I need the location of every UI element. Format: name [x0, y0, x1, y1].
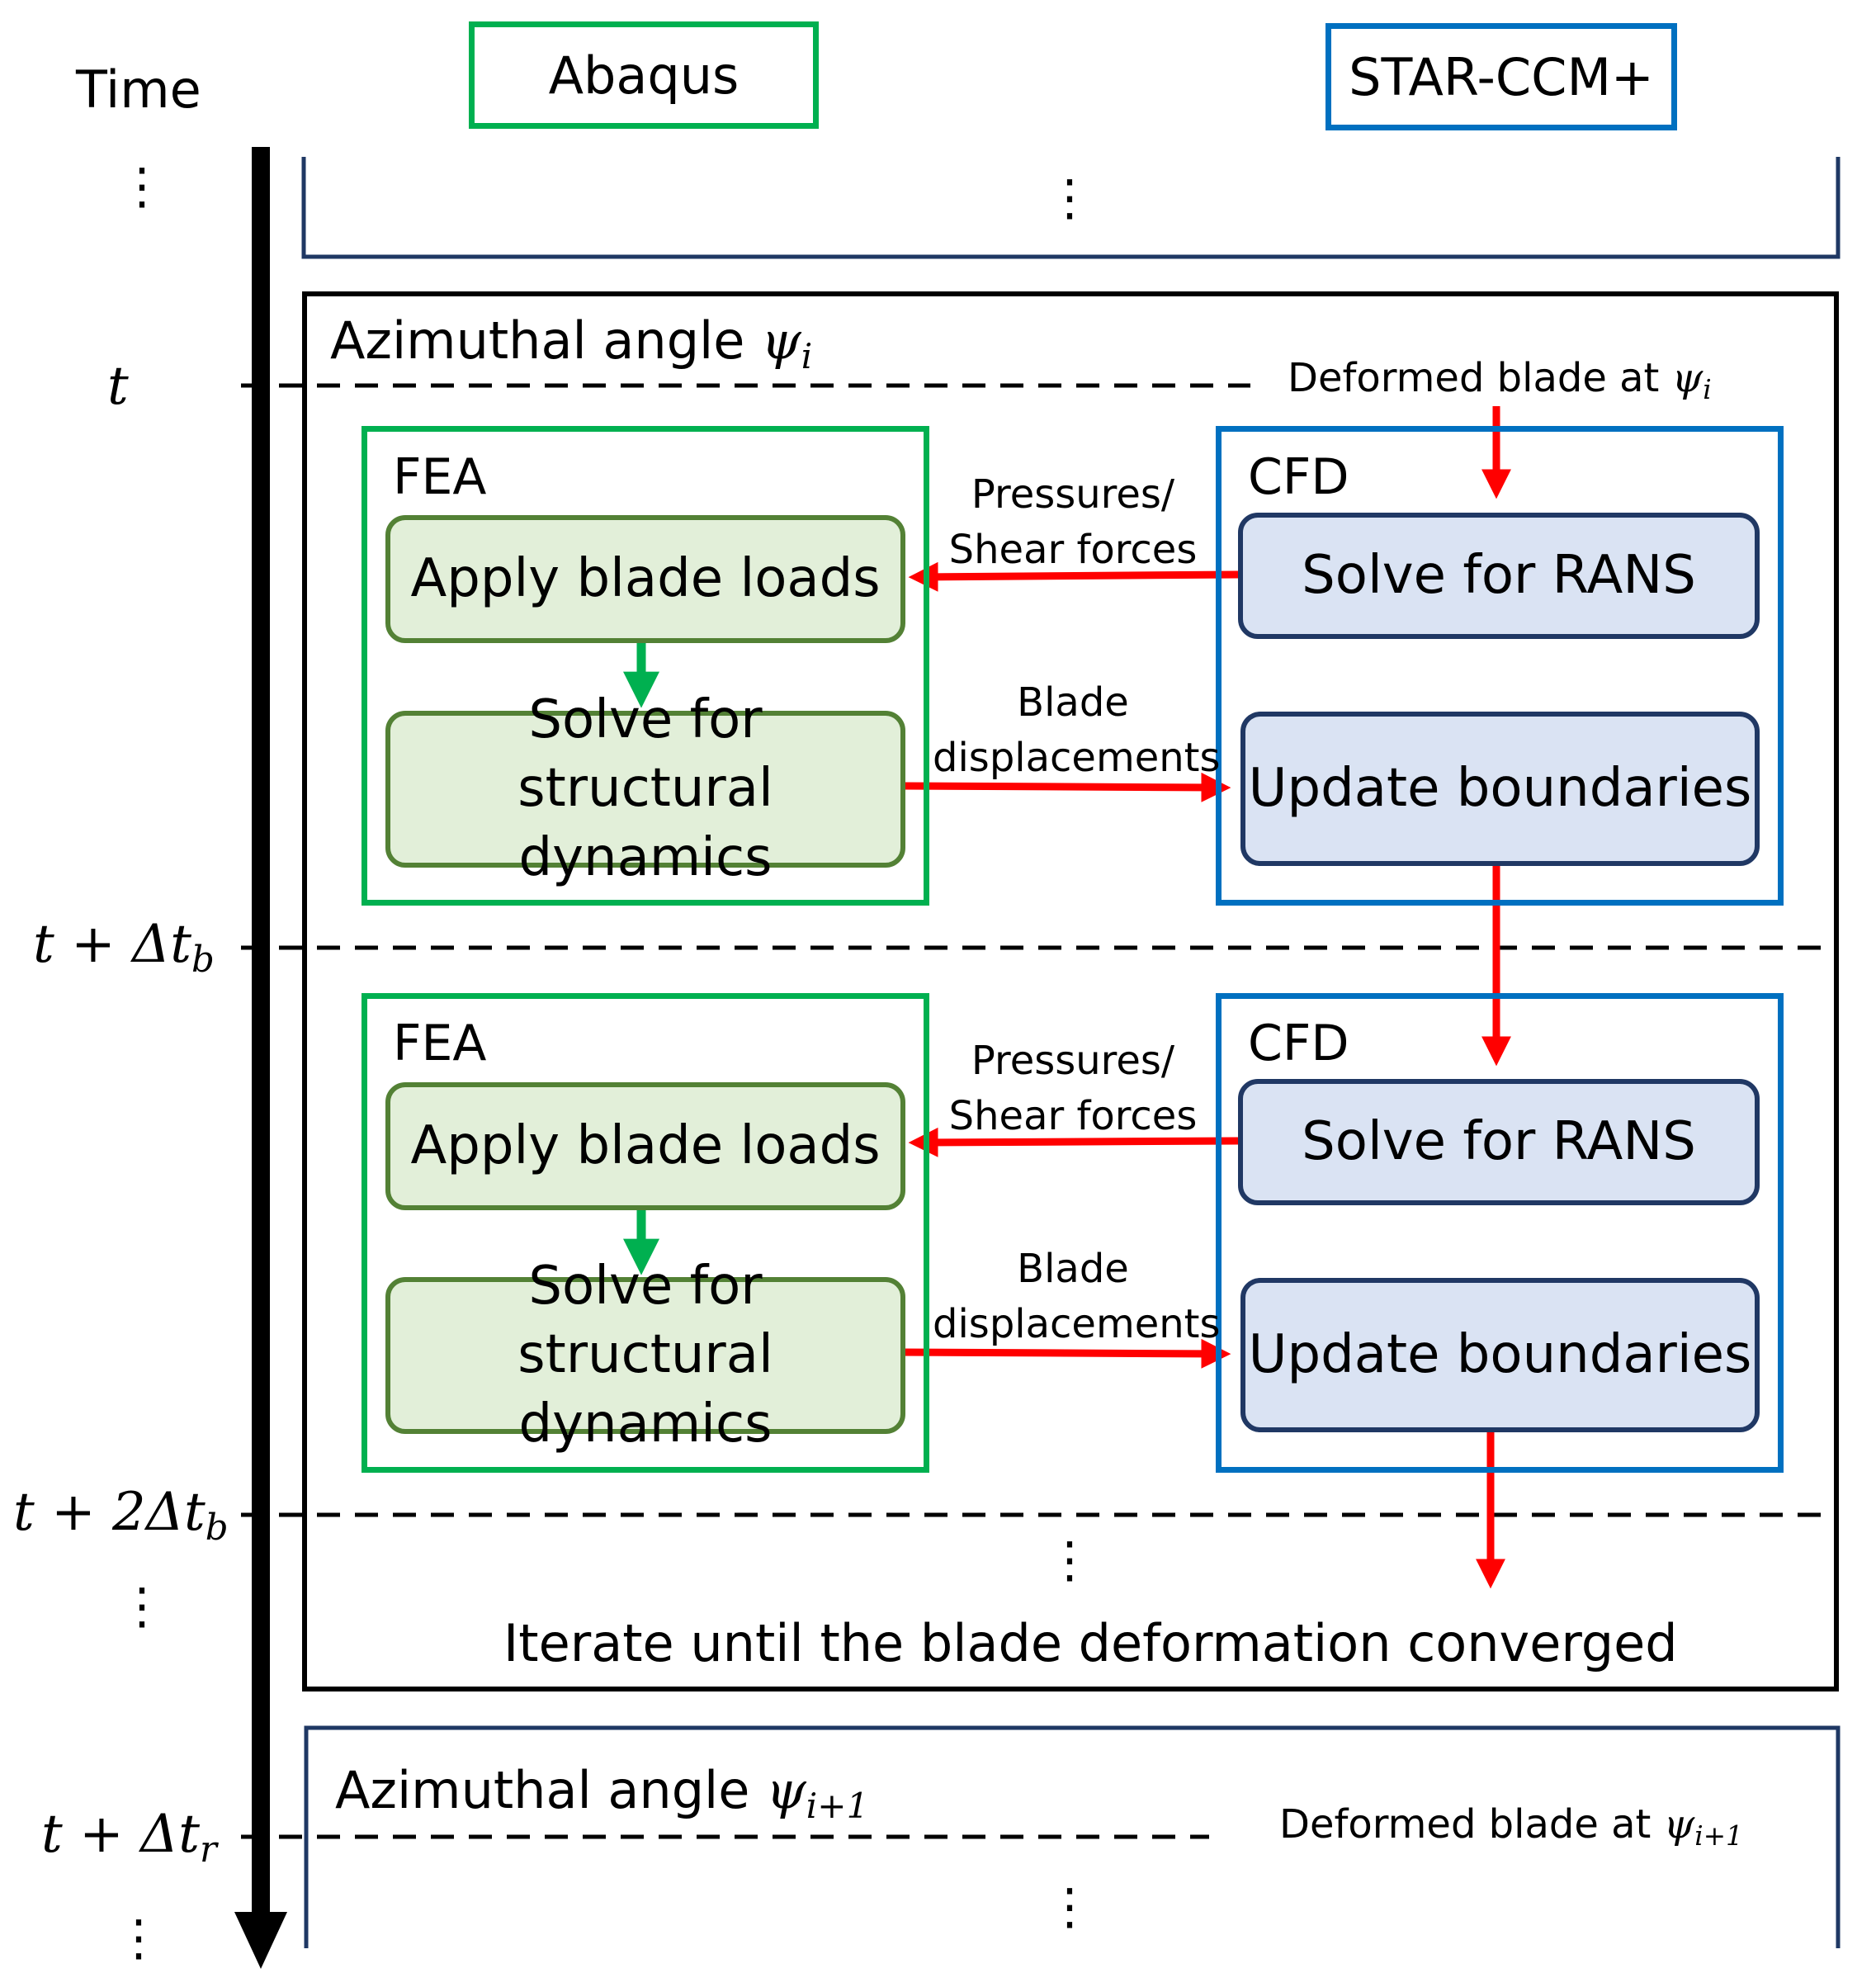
arrow-struct-to-bounds-1 — [900, 772, 1231, 802]
update-boundaries-box-1: Update boundaries — [1240, 712, 1760, 866]
timeline-ellipsis-bottom: ⋮ — [114, 1909, 163, 1967]
arrow-struct-to-bounds-2 — [900, 1338, 1231, 1369]
next-block-frame — [304, 1725, 1841, 1948]
fea-frame-2 — [361, 993, 929, 1473]
arrow-rans-to-loads-1 — [908, 561, 1239, 592]
solve-rans-box-2: Solve for RANS — [1238, 1079, 1760, 1205]
timeline-ellipsis-top: ⋮ — [117, 158, 167, 215]
deformed-blade-label: Deformed blade at ψi — [1288, 355, 1712, 406]
fea-label-1: FEA — [393, 448, 487, 506]
arrow-rans-to-loads-2 — [908, 1127, 1239, 1157]
apply-blade-loads-box-2: Apply blade loads — [385, 1082, 905, 1210]
cfd-frame-2 — [1216, 993, 1784, 1473]
solve-rans-box-1: Solve for RANS — [1238, 513, 1760, 639]
update-boundaries-box-2: Update boundaries — [1240, 1278, 1760, 1432]
cfd-frame-1 — [1216, 426, 1784, 906]
abaqus-header: Abaqus — [469, 21, 819, 129]
time-label-t: t — [107, 356, 129, 417]
time-axis-arrowhead — [234, 1912, 287, 1969]
solve-structural-dynamics-box-2: Solve for structural dynamics — [385, 1256, 905, 1455]
next-deformed-blade-label: Deformed blade at ψi+1 — [1279, 1801, 1743, 1852]
timeline-ellipsis-mid: ⋮ — [117, 1578, 167, 1635]
time-header: Time — [76, 59, 201, 120]
cfd-label-2: CFD — [1248, 1015, 1349, 1072]
next-azimuthal-angle-label: Azimuthal angle ψi+1 — [335, 1760, 869, 1826]
previous-block-frame — [301, 157, 1841, 259]
starccm-header: STAR-CCM+ — [1325, 23, 1677, 130]
apply-blade-loads-box-1: Apply blade loads — [385, 515, 905, 643]
azimuthal-angle-label: Azimuthal angle ψi — [330, 310, 813, 376]
iteration-ellipsis: ⋮ — [1045, 1531, 1094, 1589]
blade-displacements-label-1: Blade displacements — [933, 679, 1221, 782]
time-label-t-plus-2dtb: t + 2Δtb — [13, 1482, 229, 1550]
iteration-block-frame — [302, 291, 1839, 1691]
cfd-label-1: CFD — [1248, 448, 1349, 506]
previous-block-ellipsis: ⋮ — [1045, 169, 1094, 227]
pressures-shear-label-2: Pressures/ Shear forces — [948, 1038, 1198, 1140]
blade-displacements-label-2: Blade displacements — [933, 1246, 1221, 1348]
fea-frame-1 — [361, 426, 929, 906]
iterate-until-converged-label: Iterate until the blade deformation conv… — [503, 1613, 1678, 1673]
pressures-shear-label-1: Pressures/ Shear forces — [948, 471, 1198, 574]
next-block-ellipsis: ⋮ — [1045, 1878, 1094, 1936]
time-label-t-plus-dtr: t + Δtr — [41, 1804, 217, 1871]
solve-structural-dynamics-box-1: Solve for structural dynamics — [385, 689, 905, 888]
time-label-t-plus-dtb: t + Δtb — [33, 914, 215, 982]
fea-label-2: FEA — [393, 1015, 487, 1072]
